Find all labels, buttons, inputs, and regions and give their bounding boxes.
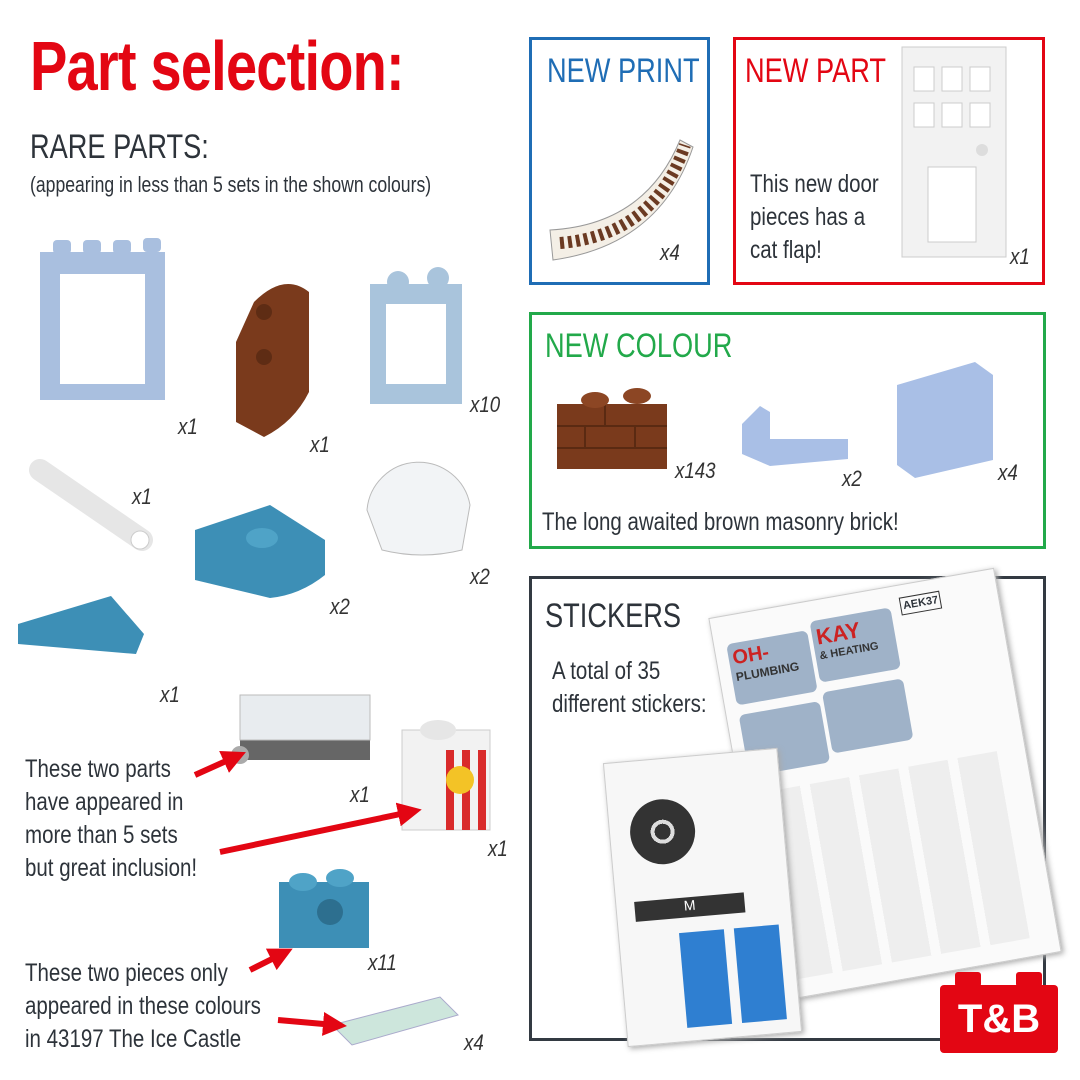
- qty: x1: [350, 782, 370, 807]
- qty: x4: [464, 1030, 484, 1055]
- sticker-sheet-small: M: [602, 747, 803, 1048]
- wedge-plate-blue-image: [18, 596, 144, 654]
- qty: x143: [675, 458, 716, 483]
- new-print-box: [529, 37, 710, 285]
- technic-brick-blue-image: [279, 869, 369, 948]
- qty: x1: [310, 432, 330, 457]
- bar-holder-white-image: [29, 459, 153, 551]
- qty: x2: [330, 594, 350, 619]
- curved-track-tile-image: [549, 139, 694, 261]
- new-print-heading: NEW PRINT: [547, 52, 700, 90]
- door-with-cat-flap-image: [901, 46, 1007, 258]
- page-title: Part selection:: [30, 27, 405, 105]
- qty: x1: [132, 484, 152, 509]
- new-part-box: [733, 37, 1045, 285]
- slope-curved-blue-image: [195, 505, 325, 598]
- rare-parts-subtitle: (appearing in less than 5 sets in the sh…: [30, 172, 432, 197]
- window-1x2x2-image: [370, 267, 462, 404]
- brick-transparent-image: [231, 694, 371, 764]
- new-part-qty: x1: [1010, 244, 1030, 269]
- qty: x11: [368, 950, 397, 975]
- qty: x2: [470, 564, 490, 589]
- qty: x2: [842, 466, 862, 491]
- rare-parts-heading: RARE PARTS:: [30, 128, 209, 166]
- qty: x1: [488, 836, 508, 861]
- qty: x1: [178, 414, 198, 439]
- dome-transparent-image: [366, 461, 471, 556]
- logo-stud: [1016, 972, 1042, 987]
- new-colour-caption: The long awaited brown masonry brick!: [542, 508, 899, 536]
- new-part-heading: NEW PART: [745, 52, 887, 90]
- qty: x1: [160, 682, 180, 707]
- tile-trans-green-image: [331, 996, 459, 1046]
- stickers-box: [529, 576, 1046, 1041]
- new-colour-heading: NEW COLOUR: [545, 327, 733, 365]
- qty: x10: [470, 392, 501, 417]
- qty: x4: [998, 460, 1018, 485]
- curved-brick-brown-image: [236, 284, 309, 437]
- tb-logo: T&B: [940, 985, 1058, 1053]
- panel-1x2x1-image: [742, 406, 848, 466]
- new-print-qty: x4: [660, 240, 680, 265]
- masonry-brick-brown-image: [557, 388, 667, 469]
- frame-1x4x5-image: [40, 238, 165, 400]
- stickers-heading: STICKERS: [545, 597, 682, 635]
- logo-stud: [955, 972, 981, 987]
- new-colour-box: [529, 312, 1046, 549]
- panel-1x4x3-image: [897, 362, 993, 478]
